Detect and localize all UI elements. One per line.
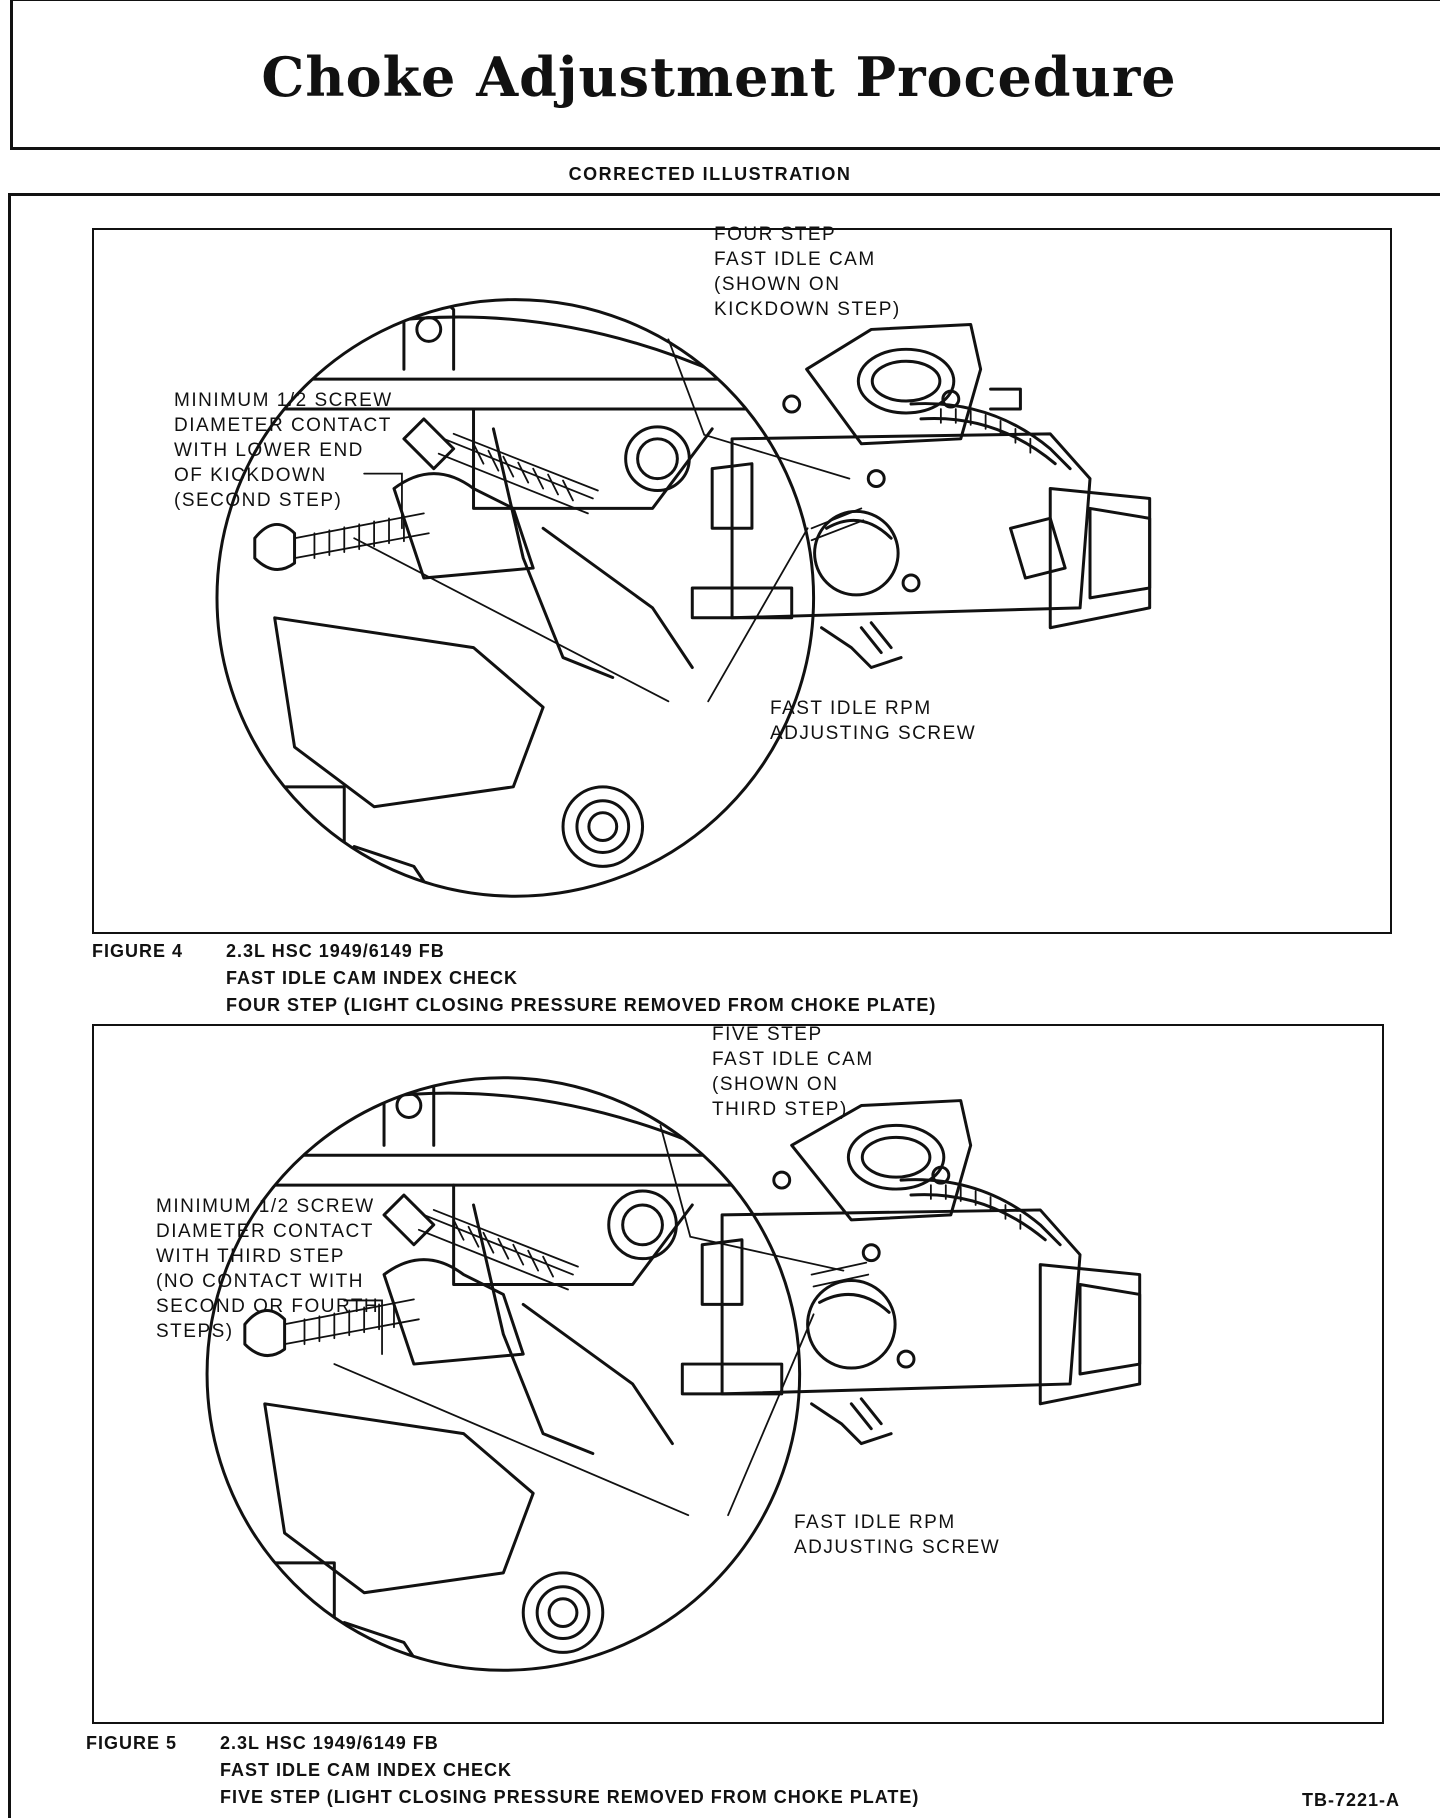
figure-4-caption-line: FAST IDLE CAM INDEX CHECK	[226, 968, 519, 988]
figure-4-caption-line: 2.3L HSC 1949/6149 FB	[226, 941, 445, 961]
figure-4-frame: FOUR STEP FAST IDLE CAM (SHOWN ON KICKDO…	[92, 224, 1392, 934]
page-subtitle: CORRECTED ILLUSTRATION	[568, 164, 852, 184]
callout-adjusting-screw: FAST IDLE RPM ADJUSTING SCREW	[770, 698, 977, 744]
leader-screw-carburetor	[707, 527, 809, 703]
figure-5-caption-line: 2.3L HSC 1949/6149 FB	[220, 1733, 439, 1753]
leader-contact	[343, 1299, 383, 1356]
figure-5-caption-line: FAST IDLE CAM INDEX CHECK	[220, 1760, 513, 1780]
figure-5-caption: FIGURE 5 2.3L HSC 1949/6149 FB FAST IDLE…	[86, 1730, 1386, 1814]
detail-magnifier-circle	[205, 1076, 802, 1672]
callout-minimum-contact: MINIMUM 1/2 SCREW DIAMETER CONTACT WITH …	[156, 1196, 380, 1342]
figure-5-frame: FIVE STEP FAST IDLE CAM (SHOWN ON THIRD …	[92, 1024, 1384, 1724]
figure-4-caption: FIGURE 4 2.3L HSC 1949/6149 FB FAST IDLE…	[92, 938, 1392, 1022]
leader-contact	[363, 472, 403, 530]
figure-5-number: FIGURE 5	[86, 1733, 178, 1753]
leader-cam	[667, 338, 851, 480]
page-title: Choke Adjustment Procedure	[261, 45, 1177, 109]
callout-adjusting-screw: FAST IDLE RPM ADJUSTING SCREW	[794, 1512, 1001, 1558]
figure-4-illustration	[215, 298, 1152, 898]
detail-magnifier-circle	[215, 298, 816, 898]
callout-fast-idle-cam: FIVE STEP FAST IDLE CAM (SHOWN ON THIRD …	[712, 1024, 874, 1120]
figure-4-number: FIGURE 4	[92, 941, 184, 961]
title-box: Choke Adjustment Procedure	[10, 0, 1440, 150]
leader-screw-carburetor	[727, 1313, 815, 1517]
leader-screw-magnified	[353, 537, 670, 703]
leader-cam	[659, 1124, 845, 1272]
leader-screw-magnified	[333, 1363, 690, 1517]
callout-fast-idle-cam: FOUR STEP FAST IDLE CAM (SHOWN ON KICKDO…	[714, 224, 901, 320]
adjusting-screw-magnified	[253, 417, 599, 571]
callout-minimum-contact: MINIMUM 1/2 SCREW DIAMETER CONTACT WITH …	[174, 390, 393, 511]
carburetor-assembly-drawing	[690, 322, 1152, 669]
document-id: TB-7221-A	[1301, 1790, 1400, 1810]
content-frame	[8, 193, 1440, 1818]
carburetor-assembly-drawing	[680, 1099, 1142, 1446]
figure-5-caption-line: FIVE STEP (LIGHT CLOSING PRESSURE REMOVE…	[220, 1787, 920, 1807]
figure-4-caption-line: FOUR STEP (LIGHT CLOSING PRESSURE REMOVE…	[226, 995, 937, 1015]
figure-5-illustration	[205, 1076, 1142, 1672]
